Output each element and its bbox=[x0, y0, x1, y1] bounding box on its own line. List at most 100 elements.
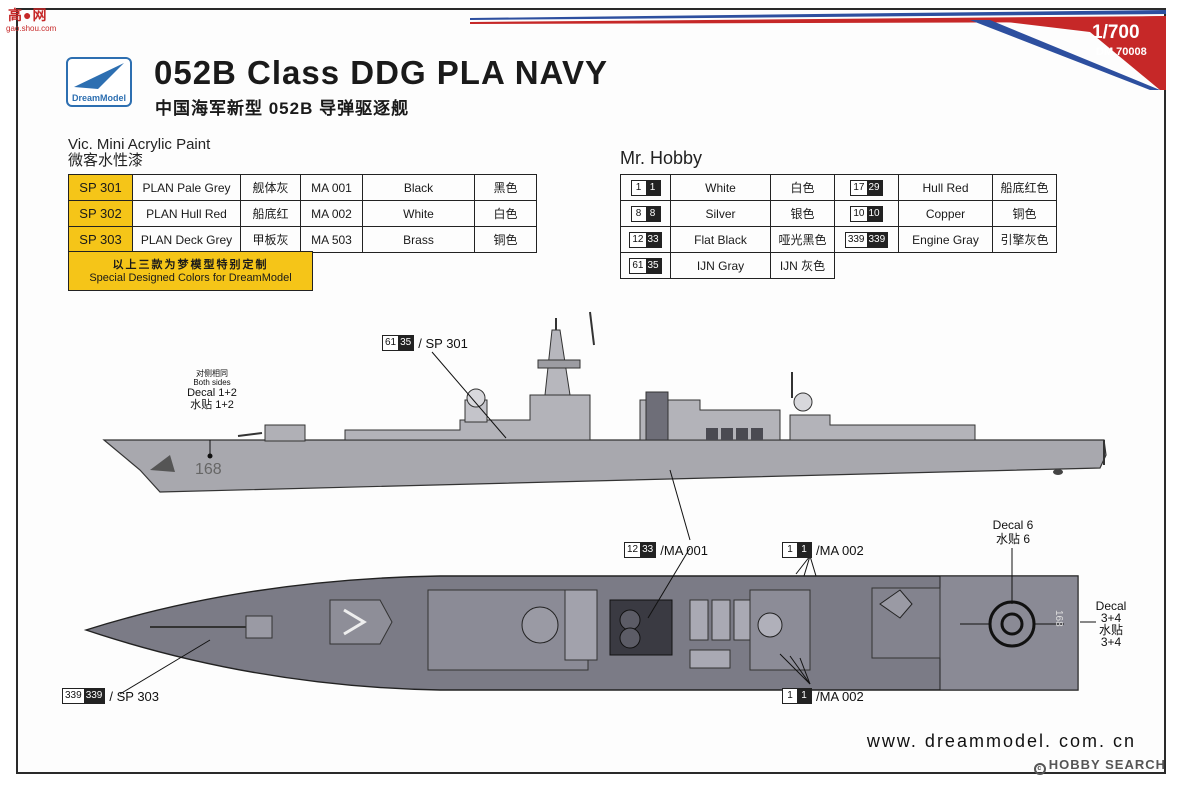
callout-text: /MA 001 bbox=[660, 542, 708, 558]
brand-name: DreamModel bbox=[71, 93, 126, 103]
chip-code-a: 17 bbox=[851, 181, 867, 195]
decal-note-en: Both sides bbox=[193, 378, 231, 387]
chip-code-a: 339 bbox=[63, 689, 84, 703]
chip-code-a: 339 bbox=[845, 233, 867, 247]
page-title: 052B Class DDG PLA NAVY bbox=[154, 54, 608, 91]
copyright-icon: c bbox=[1033, 763, 1046, 775]
color-name-cn: IJN 灰色 bbox=[770, 252, 835, 279]
chip-code-a: 1 bbox=[631, 181, 646, 195]
watermark-bottom-text: HOBBY SEARCH bbox=[1048, 757, 1166, 772]
decal34-n: 3+4 bbox=[1100, 611, 1122, 625]
watermark-url: gao.shou.com bbox=[6, 24, 57, 33]
chip-code-b: 35 bbox=[645, 259, 661, 273]
table-row: SP 301 PLAN Pale Grey 舰体灰 MA 001 Black 黑… bbox=[68, 174, 537, 201]
chip-code-b: 339 bbox=[866, 233, 888, 247]
decal-label-en: Decal 1+2 bbox=[187, 387, 237, 399]
deck-hull-number: 168 bbox=[1053, 610, 1064, 627]
dreammodel-logo: DreamModel bbox=[66, 57, 132, 107]
color-name: Engine Gray bbox=[898, 226, 993, 253]
decal34-n2: 3+4 bbox=[1100, 635, 1122, 649]
product-code: DM 70008 bbox=[1096, 46, 1147, 58]
table-row: SP 303 PLAN Deck Grey 甲板灰 MA 503 Brass 铜… bbox=[68, 226, 537, 253]
scale-label: 1/700 bbox=[1092, 22, 1140, 43]
chip-code-a: 8 bbox=[631, 207, 646, 221]
decal34-cn: 水贴 bbox=[1098, 623, 1123, 637]
watermark-text: 高●网 bbox=[8, 7, 48, 23]
chip-code-b: 8 bbox=[645, 207, 660, 221]
ma-name: Black bbox=[362, 174, 475, 201]
paint-name: PLAN Pale Grey bbox=[132, 174, 241, 201]
callout-text: /MA 002 bbox=[816, 688, 864, 704]
chip-code-b: 33 bbox=[645, 233, 661, 247]
decal34-en: Decal bbox=[1095, 599, 1127, 613]
chip-code-a: 61 bbox=[630, 259, 646, 273]
decal6-cn: 水贴 6 bbox=[995, 532, 1030, 546]
vic-paint-table: SP 301 PLAN Pale Grey 舰体灰 MA 001 Black 黑… bbox=[68, 174, 537, 253]
website-url[interactable]: www. dreammodel. com. cn bbox=[866, 731, 1136, 751]
note-en: Special Designed Colors for DreamModel bbox=[89, 272, 292, 284]
chip-code-b: 33 bbox=[640, 543, 656, 557]
color-name: Copper bbox=[898, 200, 993, 227]
decal6-en: Decal 6 bbox=[992, 518, 1034, 532]
hull-number: 168 bbox=[195, 461, 222, 478]
chip-code-b: 1 bbox=[797, 543, 811, 557]
paint-name-cn: 舰体灰 bbox=[240, 174, 301, 201]
chip-code-b: 10 bbox=[866, 207, 882, 221]
chip-code-b: 1 bbox=[645, 181, 660, 195]
ma-code: MA 001 bbox=[300, 174, 363, 201]
color-name-cn: 铜色 bbox=[992, 200, 1057, 227]
paint-name: PLAN Deck Grey bbox=[132, 226, 241, 253]
chip-code-a: 12 bbox=[630, 233, 646, 247]
vic-heading-en: Vic. Mini Acrylic Paint bbox=[68, 136, 211, 153]
page-subtitle: 中国海军新型 052B 导弹驱逐舰 bbox=[155, 99, 410, 118]
color-name-cn: 引擎灰色 bbox=[992, 226, 1057, 253]
decal-note-cn: 对侧相同 bbox=[196, 369, 228, 378]
ma-name-cn: 白色 bbox=[474, 200, 537, 227]
ship-side-profile: 168 bbox=[102, 311, 1107, 493]
chip-code-a: 1 bbox=[783, 543, 797, 557]
color-name-cn: 白色 bbox=[770, 174, 835, 201]
chip-code-b: 35 bbox=[398, 336, 414, 350]
callout-text: / SP 303 bbox=[109, 688, 160, 704]
special-colors-note: 以上三款为梦模型特别定制 Special Designed Colors for… bbox=[68, 251, 313, 291]
chip-code-b: 29 bbox=[866, 181, 882, 195]
paint-name: PLAN Hull Red bbox=[132, 200, 241, 227]
ship-top-view: 168 bbox=[83, 469, 1096, 695]
ma-code: MA 503 bbox=[300, 226, 363, 253]
chip-code-b: 339 bbox=[83, 689, 105, 703]
vic-heading-cn: 微客水性漆 bbox=[68, 152, 144, 169]
note-cn: 以上三款为梦模型特别定制 bbox=[112, 259, 269, 271]
chip-code-b: 1 bbox=[797, 689, 811, 703]
scale-banner bbox=[470, 10, 1166, 90]
chip-code-a: 1 bbox=[783, 689, 797, 703]
color-name: White bbox=[670, 174, 771, 201]
chip-code-a: 61 bbox=[383, 336, 399, 350]
callout-decal-34: Decal 3+4 水贴 3+4 bbox=[1088, 600, 1134, 648]
chip-code-a: 12 bbox=[625, 543, 641, 557]
callout-text: / SP 301 bbox=[418, 335, 468, 351]
mr-hobby-heading: Mr. Hobby bbox=[620, 148, 703, 168]
table-row: SP 302 PLAN Hull Red 船底红 MA 002 White 白色 bbox=[68, 200, 537, 227]
decal-label-cn: 水贴 1+2 bbox=[190, 399, 234, 411]
ma-name-cn: 铜色 bbox=[474, 226, 537, 253]
ma-name: White bbox=[362, 200, 475, 227]
vic-heading: Vic. Mini Acrylic Paint 微客水性漆 bbox=[68, 137, 210, 169]
callout-decal-6: Decal 6 水贴 6 bbox=[984, 518, 1042, 546]
ma-name-cn: 黑色 bbox=[474, 174, 537, 201]
color-name: IJN Gray bbox=[670, 252, 771, 279]
